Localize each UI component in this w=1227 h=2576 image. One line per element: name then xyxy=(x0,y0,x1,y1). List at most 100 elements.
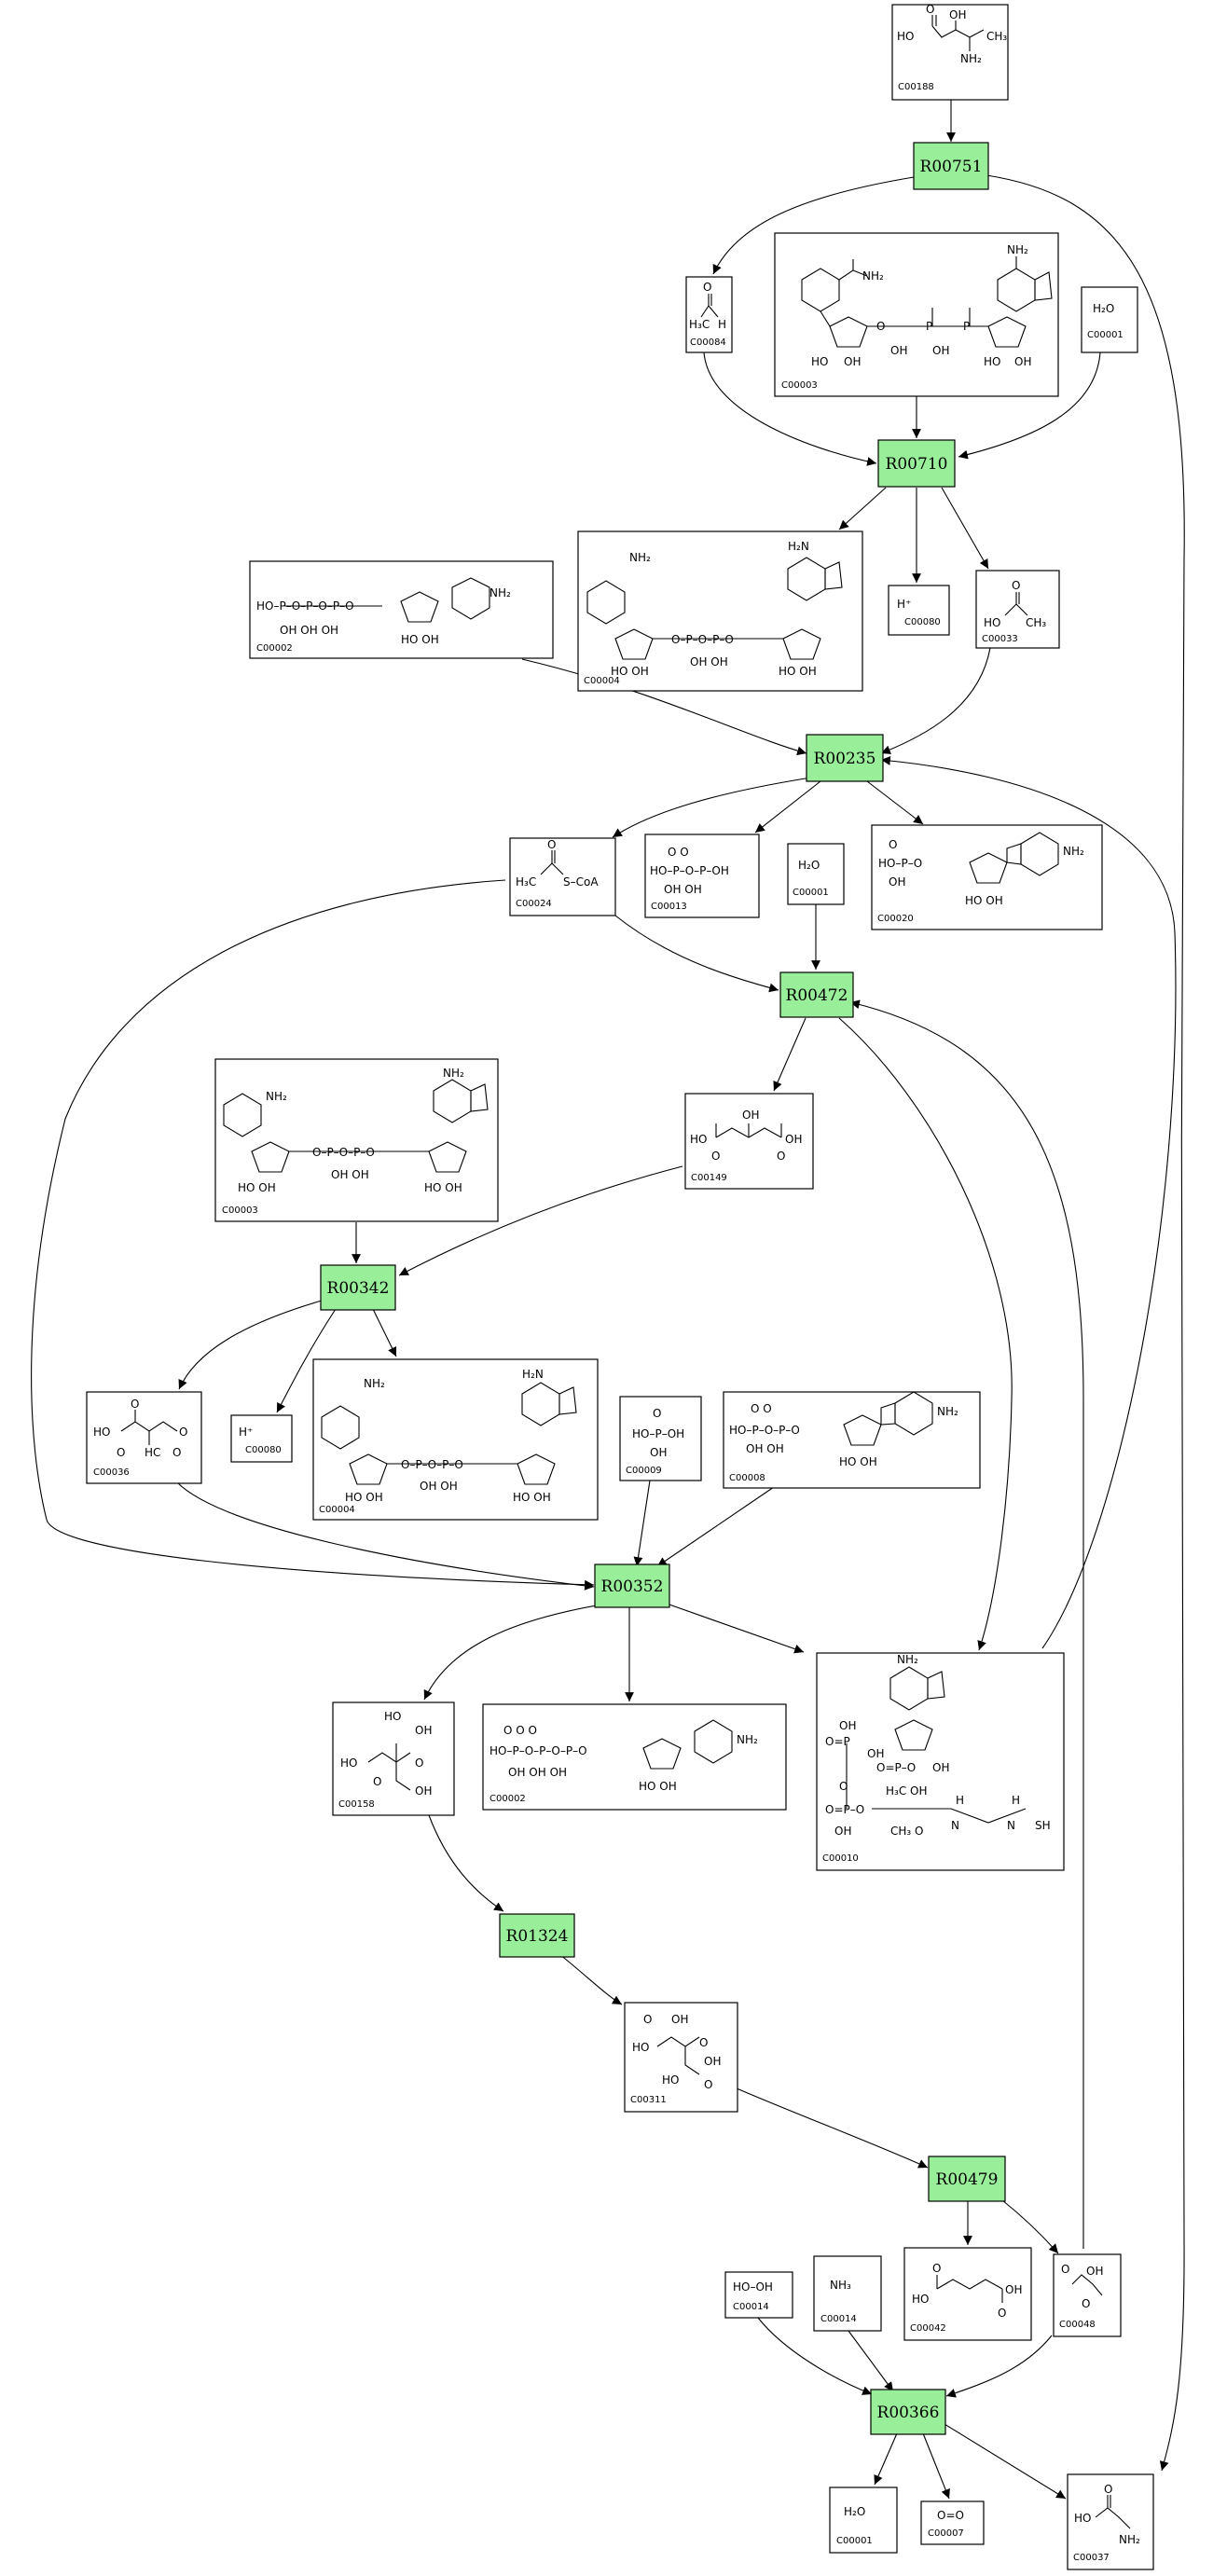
reaction-R00342[interactable]: R00342 xyxy=(320,1264,396,1311)
compound-C00010[interactable]: NH₂ OH O=P OH O=P–O OH O O=P–O H₃C OH H … xyxy=(816,1652,1065,1871)
compound-C00007[interactable]: O=O C00007 xyxy=(920,2500,985,2545)
compound-id: C00036 xyxy=(93,1467,130,1478)
compound-id: C00033 xyxy=(982,634,1018,644)
svg-text:OH: OH xyxy=(650,1446,667,1459)
compound-C00033[interactable]: O HO CH₃ C00033 xyxy=(975,570,1060,649)
compound-C00008[interactable]: O O HO–P–O–P–O OH OH NH₂ HO OH C00008 xyxy=(723,1391,981,1489)
compound-C00188[interactable]: HO O OH CH₃ NH₂ C00188 xyxy=(891,3,1009,101)
svg-text:O: O xyxy=(998,2307,1006,2320)
svg-text:HO: HO xyxy=(984,355,1000,368)
compound-C00037[interactable]: O HO NH₂ C00037 xyxy=(1067,2473,1154,2570)
compound-C00024[interactable]: O H₃C S–CoA C00024 xyxy=(509,837,616,916)
svg-text:HO: HO xyxy=(897,30,914,43)
reaction-label: R00342 xyxy=(327,1279,390,1298)
svg-text:HO: HO xyxy=(984,616,1000,629)
svg-text:HO: HO xyxy=(340,1756,357,1770)
svg-text:NH₂: NH₂ xyxy=(629,551,651,564)
compound-C00080-left[interactable]: H⁺ C00080 xyxy=(230,1414,293,1463)
svg-text:O: O xyxy=(926,3,934,16)
compound-C00002-top[interactable]: HO–P–O–P–O–P–O OH OH OH NH₂ HO OH C00002 xyxy=(249,560,554,659)
compound-id: C00004 xyxy=(584,676,620,686)
compound-C00001-top[interactable]: H₂O C00001 xyxy=(1081,286,1138,353)
reaction-R00479[interactable]: R00479 xyxy=(928,2156,1006,2202)
svg-text:OH OH: OH OH xyxy=(420,1480,458,1493)
molecule-structure xyxy=(969,832,1059,884)
svg-text:NH₂: NH₂ xyxy=(737,1733,758,1746)
reaction-R00472[interactable]: R00472 xyxy=(779,971,854,1018)
compound-C00001-bottom[interactable]: H₂O C00001 xyxy=(829,2486,898,2554)
svg-text:H₃C OH: H₃C OH xyxy=(886,1784,928,1798)
svg-text:NH₂: NH₂ xyxy=(897,1653,918,1666)
molecule-formula: H₂O xyxy=(1093,302,1114,315)
compound-id: C00001 xyxy=(1087,330,1124,340)
reaction-R00235[interactable]: R00235 xyxy=(806,734,884,782)
svg-text:O: O xyxy=(777,1150,785,1163)
svg-text:HO OH: HO OH xyxy=(401,633,439,646)
compound-C00048[interactable]: O OH O C00048 xyxy=(1053,2253,1122,2337)
compound-C00004-left[interactable]: NH₂ H₂N O–P–O–P–O OH OH HO OH HO OH C000… xyxy=(312,1358,599,1521)
svg-text:NH₂: NH₂ xyxy=(443,1067,464,1080)
compound-id: C00002 xyxy=(489,1794,526,1804)
svg-text:HO OH: HO OH xyxy=(611,665,649,678)
compound-C00027[interactable]: HO–OH C00014 xyxy=(724,2271,793,2319)
svg-text:HO: HO xyxy=(690,1133,707,1146)
compound-C00014[interactable]: NH₃ C00014 xyxy=(813,2255,882,2332)
svg-text:HO OH: HO OH xyxy=(779,665,817,678)
molecule-structure xyxy=(936,2275,1003,2303)
compound-C00002-lower[interactable]: O O O HO–P–O–P–O–P–O OH OH OH NH₂ HO OH … xyxy=(482,1703,787,1811)
reaction-R00751[interactable]: R00751 xyxy=(913,142,989,190)
compound-id: C00001 xyxy=(793,888,829,898)
svg-text:HO–P–O–P–O: HO–P–O–P–O xyxy=(729,1424,800,1437)
compound-id: C00009 xyxy=(626,1466,662,1476)
svg-text:H: H xyxy=(718,318,726,331)
compound-id: C00037 xyxy=(1073,2553,1110,2563)
compound-C00036[interactable]: HO O O O HC O C00036 xyxy=(86,1391,202,1484)
svg-text:NH₂: NH₂ xyxy=(1119,2533,1140,2546)
compound-C00003-left[interactable]: NH₂ NH₂ O–P–O–P–O OH OH HO OH HO OH C000… xyxy=(214,1058,499,1222)
compound-id: C00002 xyxy=(256,643,293,654)
molecule-structure xyxy=(1004,592,1028,616)
compound-C00009[interactable]: O HO–P–OH OH C00009 xyxy=(619,1396,702,1481)
reaction-R00710[interactable]: R00710 xyxy=(877,439,956,488)
compound-C00149[interactable]: HO OH OH O O C00149 xyxy=(684,1093,814,1190)
compound-id: C00080 xyxy=(904,617,941,627)
svg-text:O: O xyxy=(839,1780,848,1793)
compound-C00080-top[interactable]: H⁺ C00080 xyxy=(888,585,950,636)
reaction-R00352[interactable]: R00352 xyxy=(594,1564,670,1608)
molecule-structure xyxy=(540,850,564,875)
compound-C00042[interactable]: O HO OH O C00042 xyxy=(903,2247,1032,2341)
compound-id: C00188 xyxy=(898,82,934,92)
reaction-label: R01324 xyxy=(506,1927,569,1946)
compound-id: C00001 xyxy=(836,2536,873,2546)
compound-C00020[interactable]: O HO–P–O OH NH₂ HO OH C00020 xyxy=(871,824,1103,930)
svg-text:OH: OH xyxy=(415,1784,432,1798)
reaction-R00366[interactable]: R00366 xyxy=(870,2389,946,2435)
svg-text:HO: HO xyxy=(662,2073,679,2087)
svg-text:O=P: O=P xyxy=(825,1735,850,1748)
compound-C00003-top[interactable]: NH₂ NH₂ O P P OH OH HO OH HO OH C00003 xyxy=(774,232,1059,397)
compound-id: C00311 xyxy=(630,2095,667,2105)
svg-text:OH: OH xyxy=(889,875,905,889)
compound-C00311[interactable]: O OH HO O OH HO O C00311 xyxy=(624,2002,738,2113)
molecule-structure xyxy=(120,1410,178,1445)
compound-C00004-top[interactable]: NH₂ H₂N O–P–O–P–O OH OH HO OH HO OH C000… xyxy=(577,530,863,692)
svg-text:HO: HO xyxy=(912,2293,929,2306)
svg-text:O: O xyxy=(703,281,711,294)
reaction-R01324[interactable]: R01324 xyxy=(499,1913,575,1958)
svg-text:OH: OH xyxy=(671,2013,688,2026)
compound-C00001-mid[interactable]: H₂O C00001 xyxy=(787,843,845,905)
svg-text:O: O xyxy=(1012,579,1020,592)
svg-text:HO–P–O: HO–P–O xyxy=(878,857,922,870)
svg-text:OH: OH xyxy=(839,1719,856,1732)
compound-C00084[interactable]: O H₃C H C00084 xyxy=(685,276,733,353)
svg-text:O–P–O–P–O: O–P–O–P–O xyxy=(401,1458,463,1471)
svg-text:OH OH: OH OH xyxy=(331,1168,369,1181)
compound-C00158[interactable]: HO OH HO O OH O C00158 xyxy=(332,1701,455,1816)
compound-C00013[interactable]: O O HO–P–O–P–OH OH OH C00013 xyxy=(644,833,760,918)
molecule-structure xyxy=(656,2036,700,2075)
svg-text:HO OH: HO OH xyxy=(238,1181,276,1194)
svg-text:N: N xyxy=(951,1819,959,1832)
compound-id: C00020 xyxy=(877,914,914,924)
svg-text:O: O xyxy=(179,1426,187,1439)
